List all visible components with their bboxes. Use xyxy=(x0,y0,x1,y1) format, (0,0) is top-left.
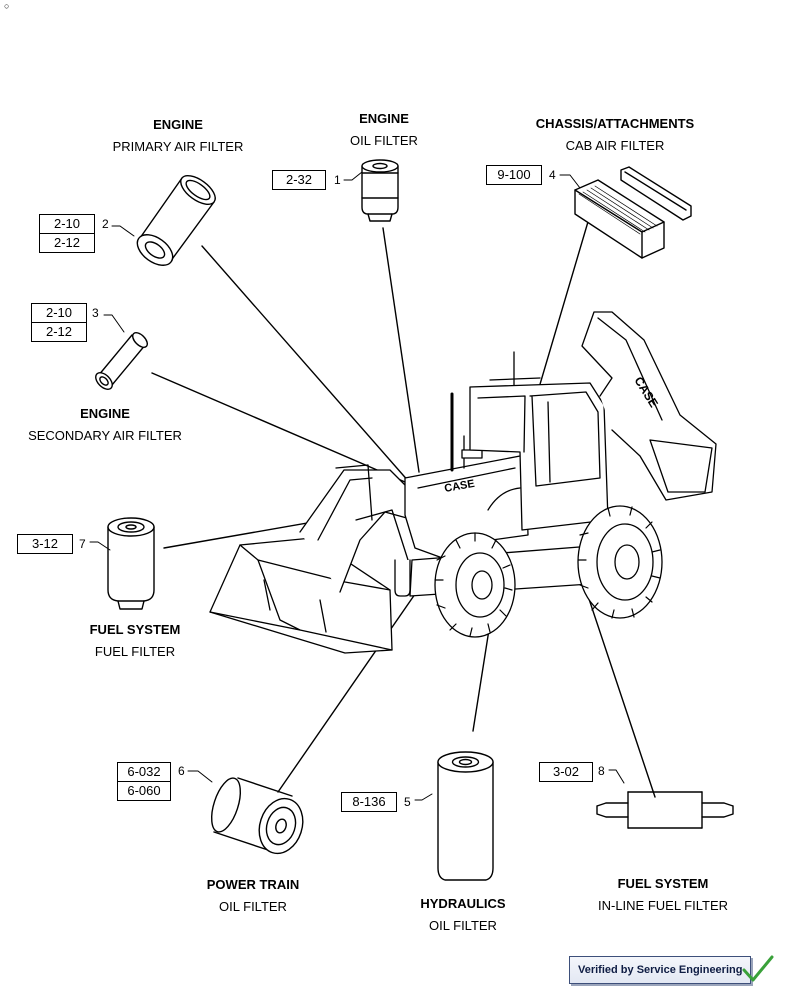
callout-number: 3 xyxy=(92,306,99,320)
corner-mark: ○ xyxy=(4,1,10,11)
primary-air-filter-drawing xyxy=(136,175,216,266)
label-title: CHASSIS/ATTACHMENTS xyxy=(535,116,695,131)
label-engine-oil-filter: ENGINE OIL FILTER xyxy=(312,108,456,152)
secondary-air-filter-drawing xyxy=(95,332,148,390)
label-name: IN-LINE FUEL FILTER xyxy=(597,898,729,913)
label-hydraulics-oil-filter: HYDRAULICS OIL FILTER xyxy=(398,893,528,937)
oil-filter-drawing xyxy=(361,159,399,222)
fuel-filter-drawing xyxy=(107,517,155,610)
callout-ticks xyxy=(89,171,625,801)
label-title: FUEL SYSTEM xyxy=(617,876,709,891)
label-power-train-oil-filter: POWER TRAIN OIL FILTER xyxy=(188,874,318,918)
callout-number: 1 xyxy=(334,173,341,187)
callout-number: 8 xyxy=(598,764,605,778)
label-title: POWER TRAIN xyxy=(206,877,300,892)
ref-box: 6-032 xyxy=(117,762,171,782)
label-name: OIL FILTER xyxy=(350,133,418,148)
callout-number: 5 xyxy=(404,795,411,809)
ref-box: 2-32 xyxy=(272,170,326,190)
label-title: ENGINE xyxy=(80,406,130,421)
label-name: OIL FILTER xyxy=(429,918,497,933)
label-inline-fuel-filter: FUEL SYSTEM IN-LINE FUEL FILTER xyxy=(580,873,746,917)
power-train-filter-drawing xyxy=(210,777,304,855)
ref-box: 2-10 xyxy=(31,303,87,323)
label-cab-air-filter: CHASSIS/ATTACHMENTS CAB AIR FILTER xyxy=(510,113,720,157)
hood-brand: CASE xyxy=(443,478,475,495)
ref-box: 6-060 xyxy=(117,781,171,801)
callout-number: 4 xyxy=(549,168,556,182)
label-primary-air-filter: ENGINE PRIMARY AIR FILTER xyxy=(88,114,268,158)
callout-number: 2 xyxy=(102,217,109,231)
ref-box: 2-12 xyxy=(31,322,87,342)
ref-box: 8-136 xyxy=(341,792,397,812)
verified-badge: Verified by Service Engineering xyxy=(569,956,751,984)
label-title: ENGINE xyxy=(359,111,409,126)
ref-box: 3-02 xyxy=(539,762,593,782)
label-secondary-air-filter: ENGINE SECONDARY AIR FILTER xyxy=(10,403,200,447)
ref-box: 2-10 xyxy=(39,214,95,234)
label-name: SECONDARY AIR FILTER xyxy=(28,428,182,443)
inline-fuel-filter-drawing xyxy=(596,791,734,829)
label-title: ENGINE xyxy=(153,117,203,132)
label-name: FUEL FILTER xyxy=(94,644,176,659)
label-title: FUEL SYSTEM xyxy=(89,622,181,637)
label-title: HYDRAULICS xyxy=(420,896,506,911)
cab-air-filter-drawing xyxy=(574,166,692,259)
callout-number: 7 xyxy=(79,537,86,551)
hydraulic-filter-drawing xyxy=(437,751,494,881)
label-fuel-filter: FUEL SYSTEM FUEL FILTER xyxy=(70,619,200,663)
ref-box: 3-12 xyxy=(17,534,73,554)
label-name: OIL FILTER xyxy=(219,899,287,914)
label-name: PRIMARY AIR FILTER xyxy=(112,139,244,154)
callout-number: 6 xyxy=(178,764,185,778)
backhoe-loader-drawing: CASE CASE xyxy=(209,311,717,654)
label-name: CAB AIR FILTER xyxy=(565,138,665,153)
checkmark-icon xyxy=(742,955,774,982)
ref-box: 2-12 xyxy=(39,233,95,253)
ref-box: 9-100 xyxy=(486,165,542,185)
